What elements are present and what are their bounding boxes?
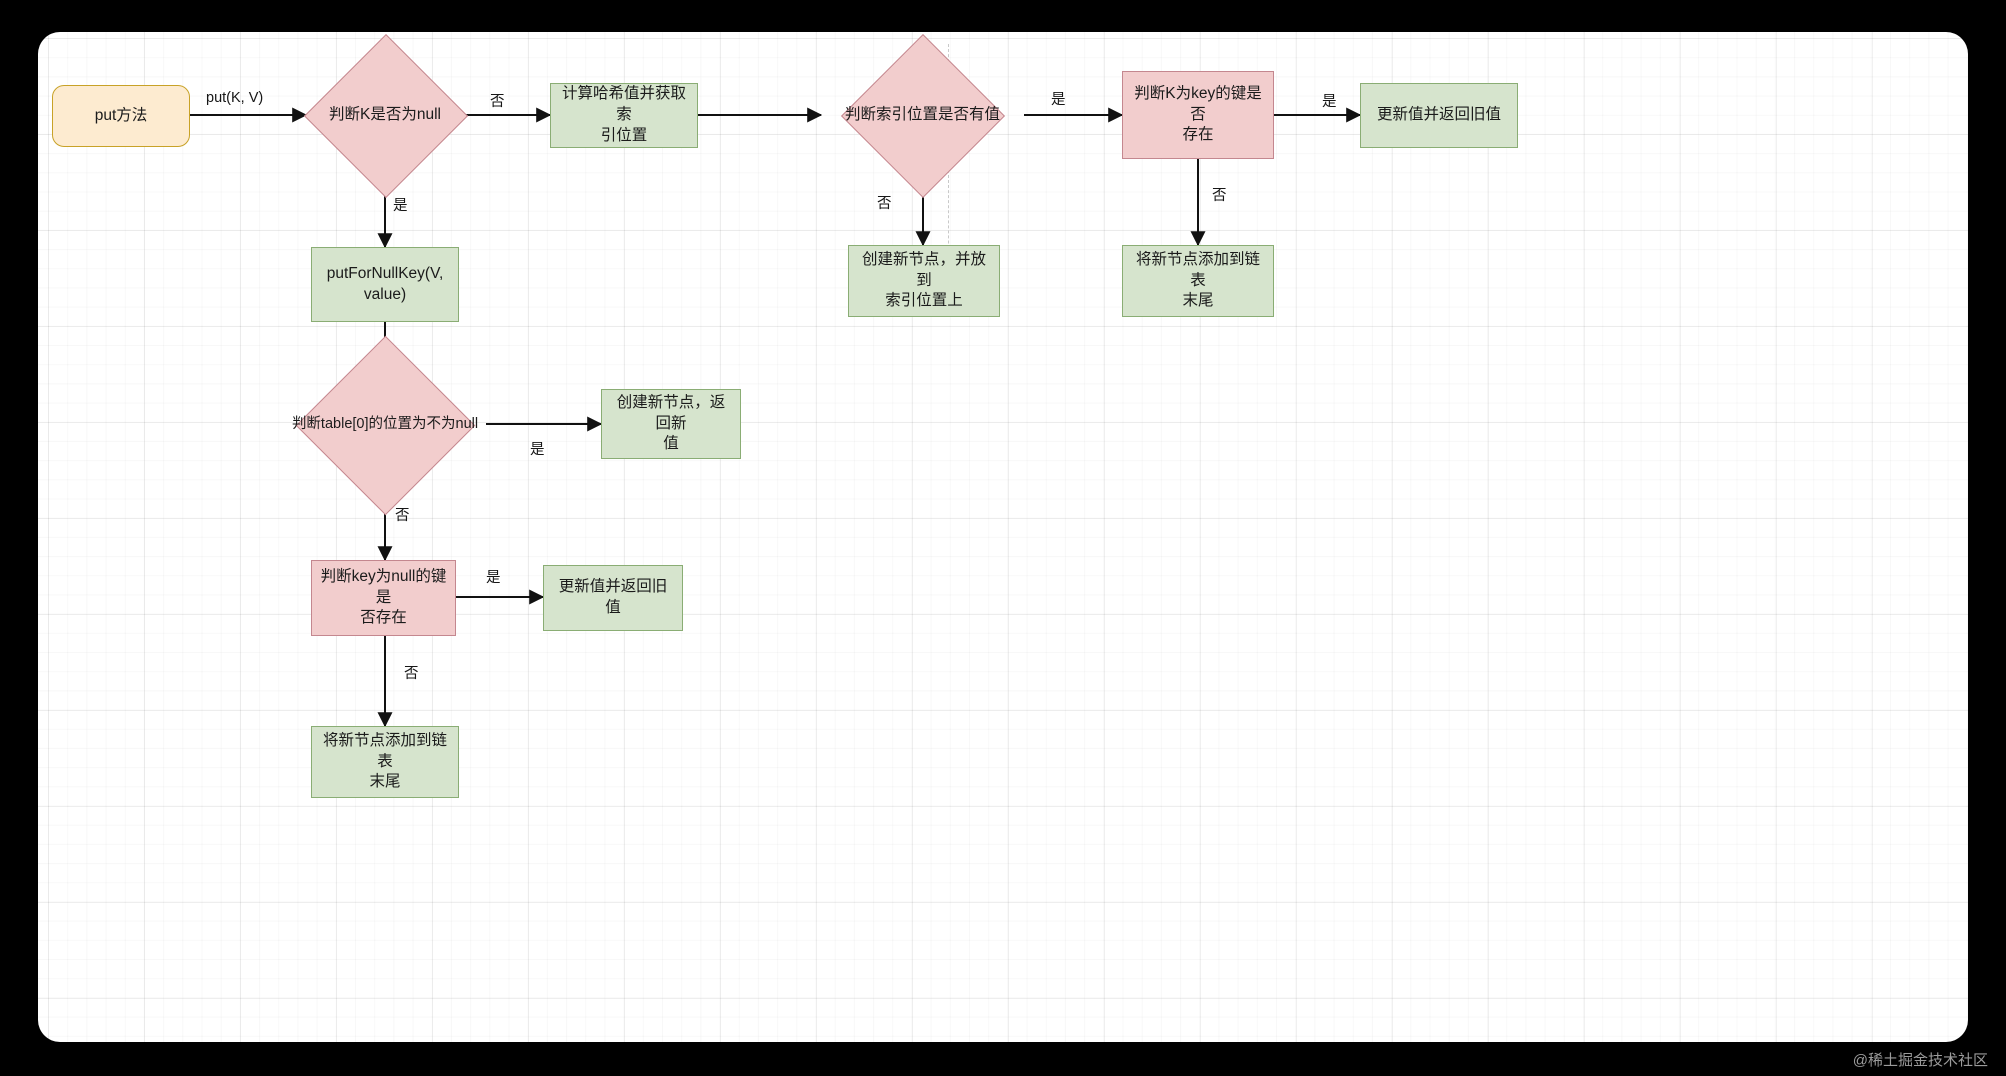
node-update-return-old-right[interactable]: 更新值并返回旧值 <box>1360 83 1518 148</box>
diagram-canvas[interactable]: put方法 判断K是否为null 计算哈希值并获取索 引位置 判断索引位置是否有… <box>38 32 1968 1042</box>
node-label-line1: putForNullKey(V, <box>326 264 444 282</box>
node-put-method[interactable]: put方法 <box>52 85 190 147</box>
edge-label-idx-yes: 是 <box>1051 92 1066 108</box>
edge-label-keynull-yes: 是 <box>486 570 501 586</box>
node-label-line1: 创建新节点，返回新 <box>616 393 726 432</box>
node-append-to-list-tail-right[interactable]: 将新节点添加到链表 末尾 <box>1122 245 1274 317</box>
node-label-line1: 将新节点添加到链表 <box>1135 250 1260 289</box>
node-update-return-old-left[interactable]: 更新值并返回旧值 <box>543 565 683 631</box>
edge-label-put-kv: put(K, V) <box>206 90 264 106</box>
edge-label-knull-yes: 是 <box>393 198 408 214</box>
node-label-line2: 末尾 <box>1182 292 1214 310</box>
edge-label-table0-yes: 是 <box>530 442 545 458</box>
node-decision-null-key-exists[interactable]: 判断key为null的键是 否存在 <box>311 560 456 636</box>
node-decision-key-k-exists[interactable]: 判断K为key的键是否 存在 <box>1122 71 1274 159</box>
node-label-line1: 创建新节点，并放到 <box>861 250 986 289</box>
node-label-line1: 判断key为null的键是 <box>320 567 447 606</box>
node-label: 判断索引位置是否有值 <box>844 105 1000 123</box>
grid-background <box>38 32 1968 1042</box>
node-label: 更新值并返回旧值 <box>558 578 668 616</box>
node-create-node-return-new[interactable]: 创建新节点，返回新 值 <box>601 389 741 459</box>
node-label-line1: 判断K为key的键是否 <box>1134 84 1262 123</box>
node-label-line2: 末尾 <box>369 773 401 791</box>
node-compute-hash-index[interactable]: 计算哈希值并获取索 引位置 <box>550 83 698 148</box>
node-decision-index-has-value[interactable]: 判断索引位置是否有值 <box>821 33 1024 199</box>
node-create-node-at-index[interactable]: 创建新节点，并放到 索引位置上 <box>848 245 1000 317</box>
node-label: put方法 <box>94 106 148 124</box>
node-label-line2: 索引位置上 <box>885 292 963 310</box>
node-label-line2: 存在 <box>1182 126 1214 144</box>
edge-layer <box>190 107 1362 728</box>
node-label-line2: 引位置 <box>600 126 648 144</box>
node-decision-table0-not-null[interactable]: 判断table[0]的位置为不为null <box>284 335 486 516</box>
edge-label-idx-no: 否 <box>877 196 892 212</box>
node-label-line1: 将新节点添加到链表 <box>322 731 447 770</box>
edge-label-kkey-no: 否 <box>1212 188 1227 204</box>
edge-label-knull-no: 否 <box>490 94 505 110</box>
edge-label-keynull-no: 否 <box>404 666 419 682</box>
watermark: @稀土掘金技术社区 <box>1852 1052 1988 1069</box>
edge-label-kkey-yes: 是 <box>1322 94 1337 110</box>
node-label-line2: value) <box>363 285 407 303</box>
node-label: 更新值并返回旧值 <box>1376 106 1501 124</box>
edge-label-table0-no: 否 <box>395 508 410 524</box>
node-decision-k-is-null[interactable]: 判断K是否为null <box>303 33 469 199</box>
node-put-for-null-key[interactable]: putForNullKey(V, value) <box>311 247 459 322</box>
node-label-line2: 否存在 <box>360 609 407 627</box>
node-label-line2: 值 <box>663 435 679 453</box>
node-label-line1: 计算哈希值并获取索 <box>561 85 686 124</box>
node-label: 判断K是否为null <box>329 105 441 123</box>
node-append-to-list-tail-left[interactable]: 将新节点添加到链表 末尾 <box>311 726 459 798</box>
page-divider <box>948 44 949 314</box>
node-label: 判断table[0]的位置为不为null <box>291 415 479 432</box>
